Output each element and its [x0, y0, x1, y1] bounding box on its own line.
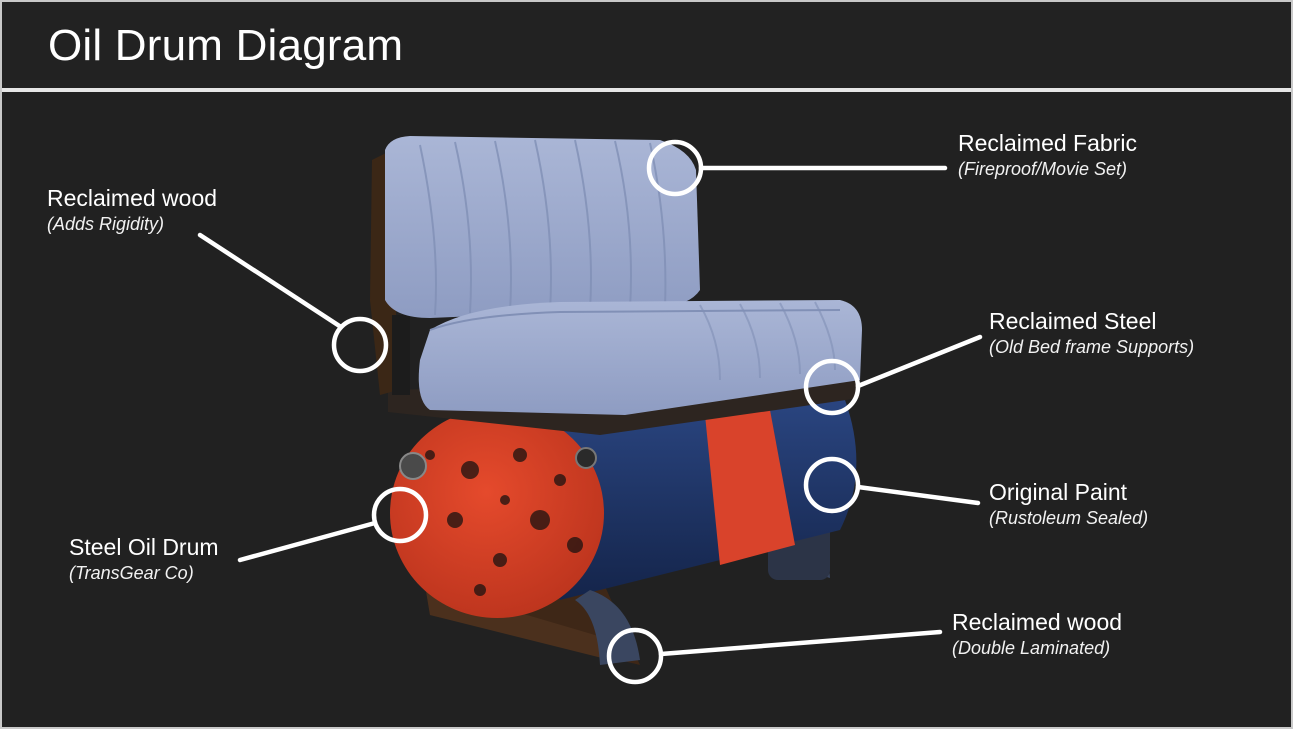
- callout-note: (Old Bed frame Supports): [989, 337, 1195, 357]
- leader-line-wood-base: [658, 629, 943, 657]
- callout-note: (Rustoleum Sealed): [989, 508, 1149, 528]
- callout-note: (Double Laminated): [952, 638, 1111, 658]
- callout-title: Original Paint: [989, 479, 1128, 505]
- callout-label-wood-back: Reclaimed wood (Adds Rigidity): [47, 184, 217, 236]
- callout-label-paint: Original Paint (Rustoleum Sealed): [989, 478, 1148, 530]
- page-title: Oil Drum Diagram: [48, 21, 404, 70]
- callout-title: Reclaimed Steel: [989, 308, 1157, 334]
- callout-title: Reclaimed Fabric: [958, 130, 1137, 156]
- oil-drum: [390, 400, 857, 618]
- leader-line-drum: [237, 520, 378, 563]
- callout-title: Reclaimed wood: [47, 185, 218, 211]
- callout-label-wood-base: Reclaimed wood (Double Laminated): [952, 608, 1122, 660]
- title-bar: Oil Drum Diagram: [2, 2, 1291, 88]
- callout-note: (TransGear Co): [69, 563, 194, 583]
- callout-label-steel: Reclaimed Steel (Old Bed frame Supports): [989, 307, 1194, 359]
- callout-label-fabric: Reclaimed Fabric (Fireproof/Movie Set): [958, 129, 1137, 181]
- callout-circle-drum: [371, 486, 429, 544]
- callout-title: Reclaimed wood: [952, 609, 1123, 635]
- title-divider: [2, 88, 1291, 92]
- leader-line-paint: [855, 484, 981, 506]
- callout-label-drum: Steel Oil Drum (TransGear Co): [69, 533, 219, 585]
- callout-note: (Fireproof/Movie Set): [958, 159, 1128, 179]
- front-leg: [575, 590, 640, 665]
- leader-line-wood-back: [197, 232, 344, 330]
- seat-cushion: [418, 300, 862, 415]
- callout-title: Steel Oil Drum: [69, 534, 219, 560]
- backrest-cushion: [385, 136, 700, 318]
- callout-note: (Adds Rigidity): [47, 214, 165, 234]
- callout-markers: [197, 139, 983, 685]
- leader-line-steel: [855, 334, 983, 389]
- callout-circle-wood-back: [331, 316, 389, 374]
